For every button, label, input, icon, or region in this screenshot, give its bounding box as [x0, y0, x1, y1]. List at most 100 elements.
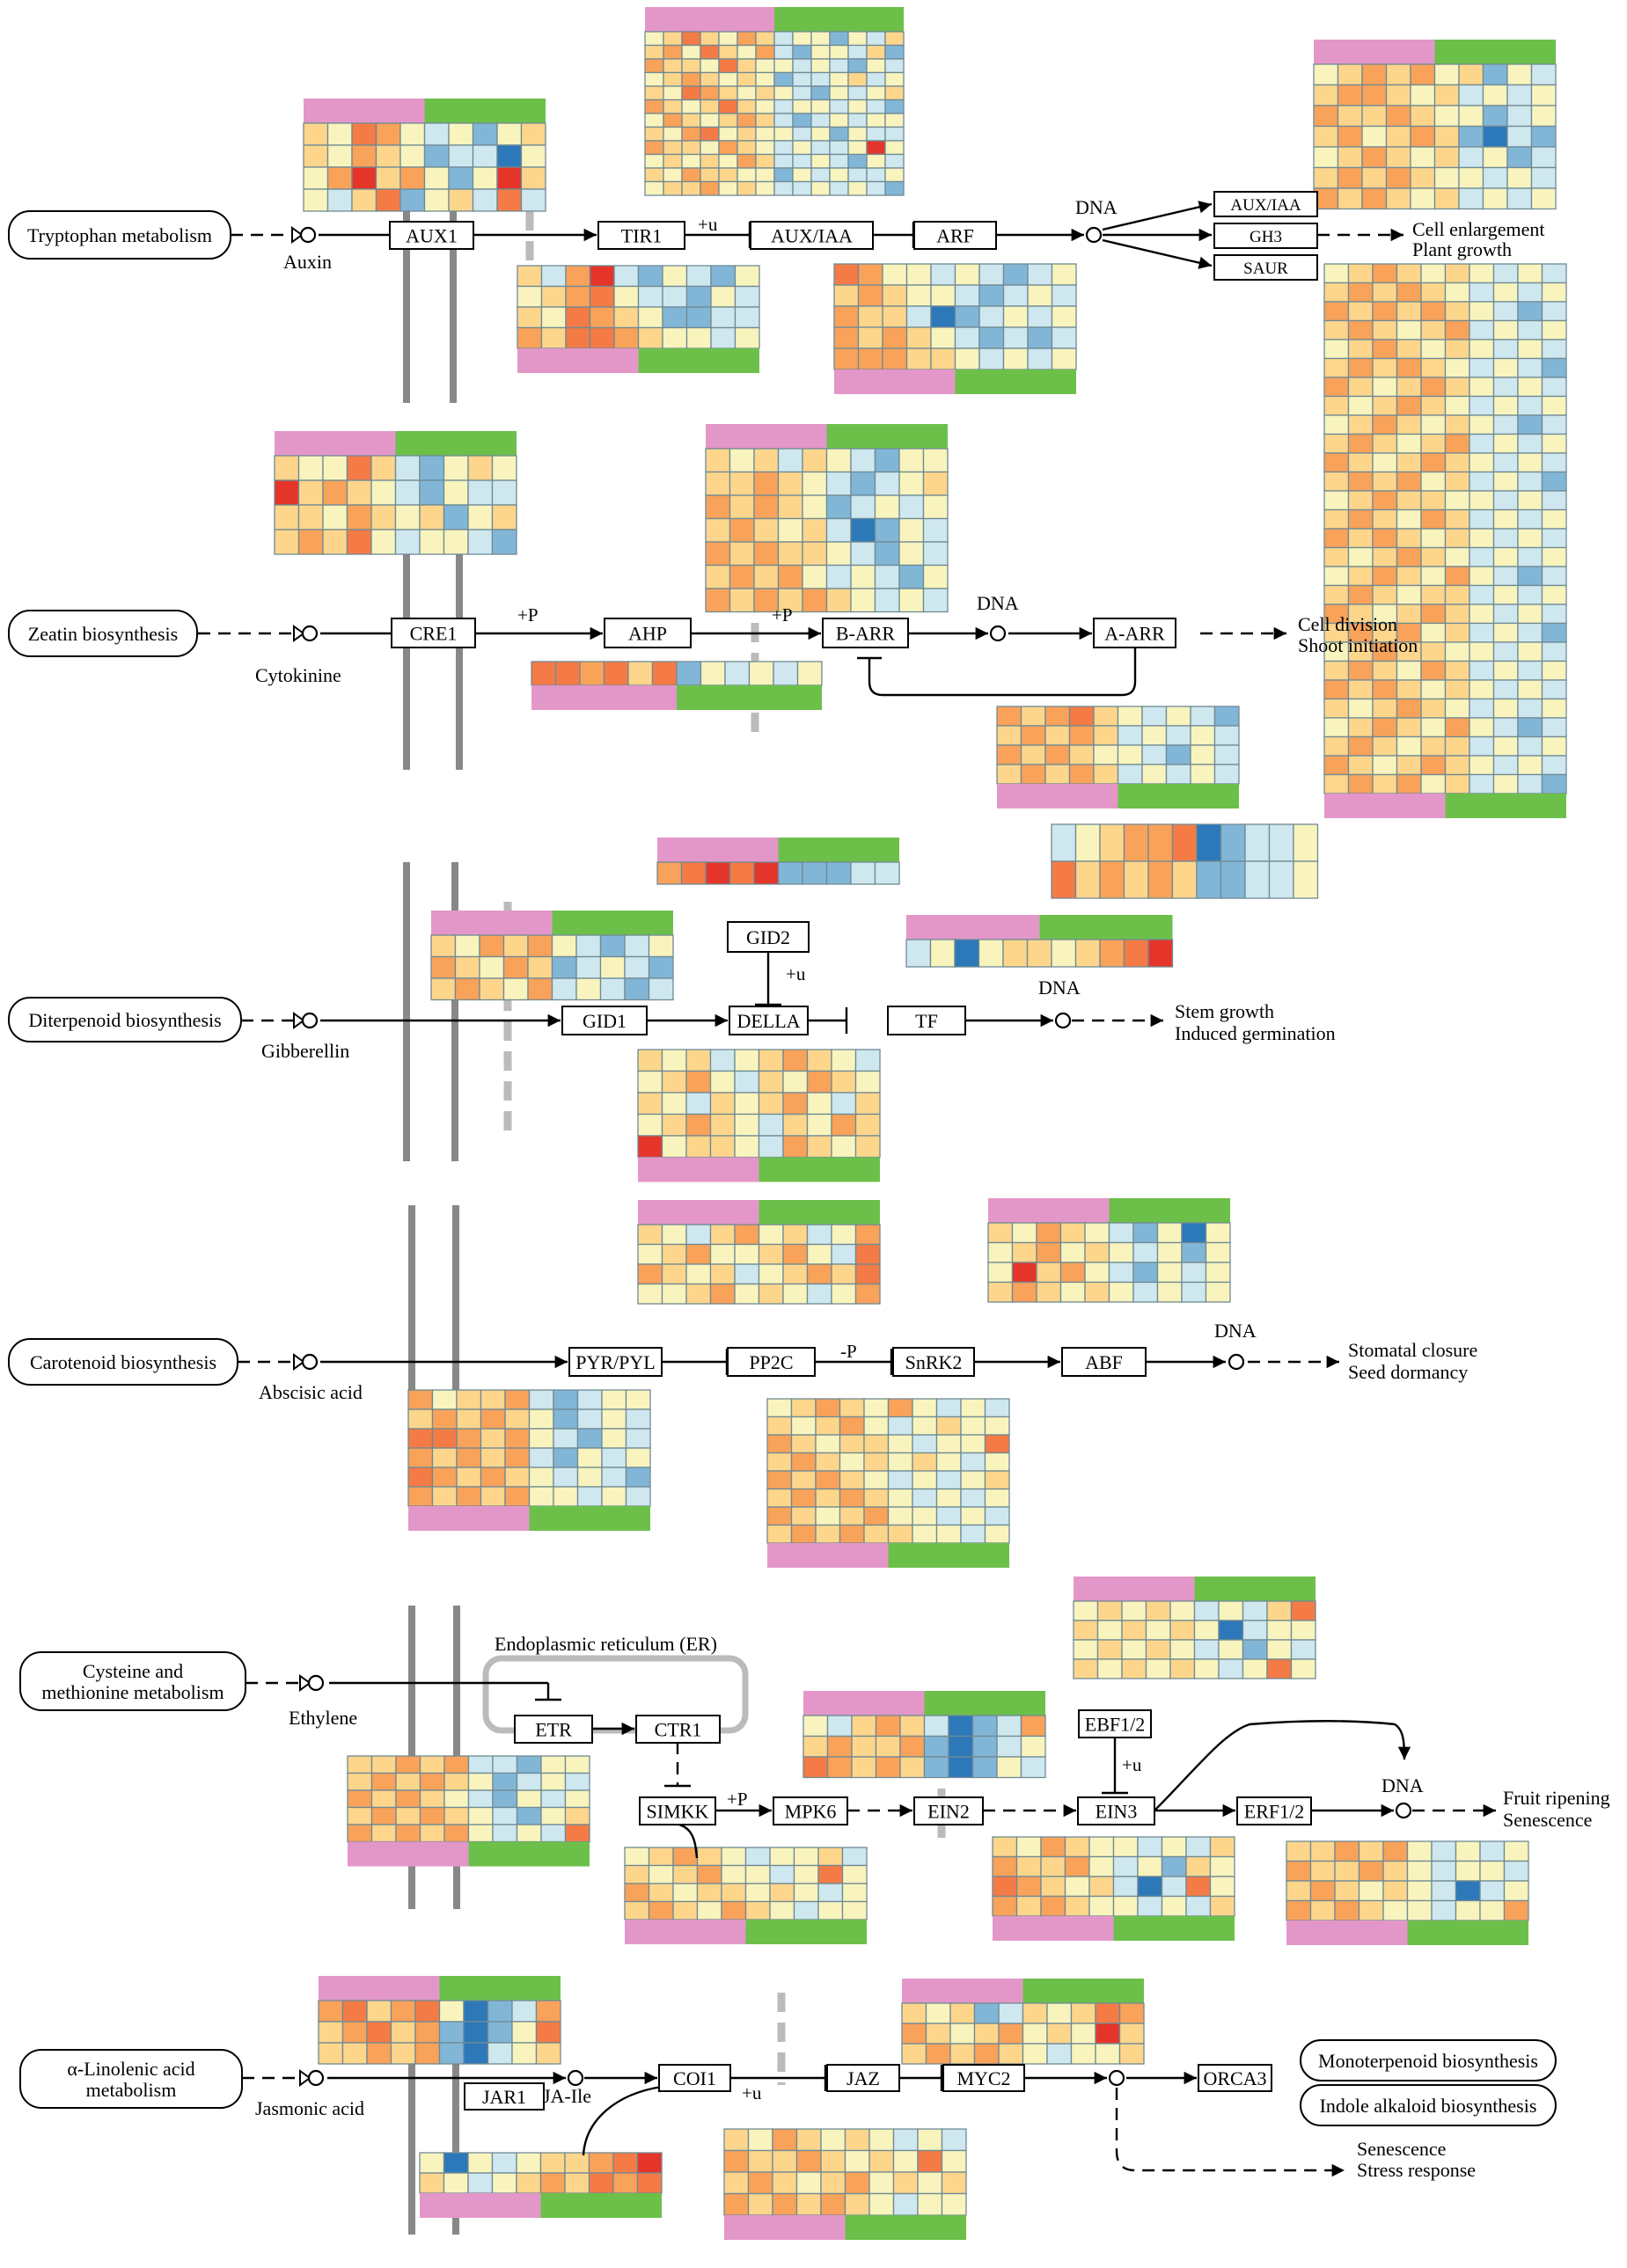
- gene-node-box[interactable]: [1213, 223, 1318, 249]
- gene-node-pyr[interactable]: PYR/PYL: [568, 1347, 663, 1377]
- pathway-box[interactable]: [8, 210, 231, 260]
- gene-node-box[interactable]: [826, 2064, 900, 2092]
- pathway-trp[interactable]: Tryptophan metabolism: [8, 210, 231, 260]
- gene-node-ctr1[interactable]: CTR1: [635, 1715, 721, 1744]
- heatmap-cell: [734, 1224, 760, 1246]
- gene-node-coi1[interactable]: COI1: [658, 2064, 731, 2092]
- gene-node-orca3[interactable]: ORCA3: [1198, 2064, 1272, 2092]
- gene-node-arf[interactable]: ARF: [913, 221, 997, 250]
- gene-node-box[interactable]: [1198, 2064, 1272, 2092]
- pathway-box[interactable]: [8, 610, 198, 657]
- heatmap-cell: [648, 1864, 674, 1884]
- gene-node-box[interactable]: [1061, 1347, 1147, 1377]
- gene-node-jar1[interactable]: JAR1: [464, 2082, 545, 2111]
- gene-node-auxiaa2[interactable]: AUX/IAA: [1213, 191, 1318, 217]
- gene-node-box[interactable]: [913, 1796, 984, 1825]
- gene-node-box[interactable]: [604, 618, 692, 648]
- heatmap-cell: [419, 529, 445, 555]
- gene-node-box[interactable]: [1078, 1709, 1152, 1738]
- pathway-box[interactable]: [1300, 2039, 1557, 2081]
- gene-node-ahp[interactable]: AHP: [604, 618, 692, 648]
- heatmap-cell: [496, 188, 523, 212]
- pathway-box[interactable]: [19, 1651, 246, 1711]
- heatmap-cell: [734, 1049, 760, 1072]
- pathway-zea[interactable]: Zeatin biosynthesis: [8, 610, 198, 657]
- gene-node-erf12[interactable]: ERF1/2: [1236, 1796, 1312, 1825]
- gene-node-aarr[interactable]: A-ARR: [1093, 618, 1176, 648]
- gene-node-gid1[interactable]: GID1: [561, 1006, 648, 1035]
- gene-node-pp2c[interactable]: PP2C: [727, 1347, 816, 1377]
- heatmap-cell: [1323, 528, 1350, 549]
- gene-node-gid2[interactable]: GID2: [727, 921, 810, 953]
- gene-node-box[interactable]: [727, 921, 810, 953]
- gene-node-box[interactable]: [561, 1006, 648, 1035]
- gene-node-box[interactable]: [568, 1347, 663, 1377]
- heatmap-cell: [737, 153, 757, 169]
- gene-node-simkk[interactable]: SIMKK: [639, 1796, 716, 1825]
- gene-node-box[interactable]: [729, 1006, 809, 1035]
- pathway-indo[interactable]: Indole alkaloid biosynthesis: [1300, 2084, 1557, 2126]
- gene-node-cre1[interactable]: CRE1: [391, 618, 476, 648]
- gene-node-box[interactable]: [822, 618, 909, 648]
- pathway-mono[interactable]: Monoterpenoid biosynthesis: [1300, 2039, 1557, 2081]
- gene-node-box[interactable]: [750, 221, 874, 250]
- gene-node-box[interactable]: [892, 1347, 975, 1377]
- gene-node-auxiaa[interactable]: AUX/IAA: [750, 221, 874, 250]
- gene-node-saur[interactable]: SAUR: [1213, 254, 1318, 281]
- gene-node-jaz[interactable]: JAZ: [826, 2064, 900, 2092]
- gene-node-aux1[interactable]: AUX1: [389, 221, 474, 250]
- heatmap-cell: [637, 306, 663, 329]
- pathway-box[interactable]: [8, 1338, 238, 1386]
- heatmap-cell: [1420, 584, 1447, 605]
- gene-node-box[interactable]: [639, 1796, 716, 1825]
- gene-node-gh3[interactable]: GH3: [1213, 223, 1318, 249]
- heatmap-cell: [1396, 773, 1422, 794]
- heatmap-cell: [467, 1755, 494, 1774]
- gene-node-box[interactable]: [942, 2064, 1025, 2092]
- pathway-car[interactable]: Carotenoid biosynthesis: [8, 1338, 238, 1386]
- gene-node-box[interactable]: [1093, 618, 1176, 648]
- pathway-box[interactable]: [1300, 2084, 1557, 2126]
- gene-node-mpk6[interactable]: MPK6: [773, 1796, 848, 1825]
- gene-node-box[interactable]: [1213, 254, 1318, 281]
- gene-node-box[interactable]: [773, 1796, 848, 1825]
- heatmap-cell: [1347, 377, 1374, 398]
- gene-node-box[interactable]: [658, 2064, 731, 2092]
- gene-node-tir1[interactable]: TIR1: [597, 221, 685, 250]
- gene-node-barr[interactable]: B-ARR: [822, 618, 909, 648]
- gene-node-tf[interactable]: TF: [887, 1006, 966, 1035]
- heatmap-cell: [802, 564, 828, 589]
- heatmap-cell: [1372, 301, 1398, 322]
- gene-node-box[interactable]: [727, 1347, 816, 1377]
- gene-node-box[interactable]: [635, 1715, 721, 1744]
- pathway-box[interactable]: [8, 997, 242, 1043]
- gene-node-myc2[interactable]: MYC2: [942, 2064, 1025, 2092]
- gene-node-box[interactable]: [464, 2082, 545, 2111]
- heatmap-cell: [1492, 679, 1519, 700]
- gene-node-box[interactable]: [1077, 1796, 1155, 1825]
- heatmap-cell: [399, 166, 426, 190]
- heatmap-cell: [875, 1735, 901, 1758]
- gene-node-box[interactable]: [1236, 1796, 1312, 1825]
- gene-node-ein3[interactable]: EIN3: [1077, 1796, 1155, 1825]
- gene-node-ein2[interactable]: EIN2: [913, 1796, 984, 1825]
- heatmap-cell: [941, 2192, 967, 2216]
- gene-node-box[interactable]: [913, 221, 997, 250]
- gene-node-box[interactable]: [389, 221, 474, 250]
- gene-node-snrk2[interactable]: SnRK2: [892, 1347, 975, 1377]
- gene-node-box[interactable]: [514, 1715, 593, 1744]
- gene-node-della[interactable]: DELLA: [729, 1006, 809, 1035]
- gene-node-abf[interactable]: ABF: [1061, 1347, 1147, 1377]
- gene-node-box[interactable]: [597, 221, 685, 250]
- gene-node-box[interactable]: [391, 618, 476, 648]
- gene-node-box[interactable]: [1213, 191, 1318, 217]
- heatmap-cell: [1347, 679, 1374, 700]
- pathway-box[interactable]: [19, 2049, 243, 2109]
- pathway-dit[interactable]: Diterpenoid biosynthesis: [8, 997, 242, 1043]
- gene-node-ebf12[interactable]: EBF1/2: [1078, 1709, 1152, 1738]
- gene-node-box[interactable]: [887, 1006, 966, 1035]
- gene-node-etr[interactable]: ETR: [514, 1715, 593, 1744]
- edges: [198, 201, 1496, 2177]
